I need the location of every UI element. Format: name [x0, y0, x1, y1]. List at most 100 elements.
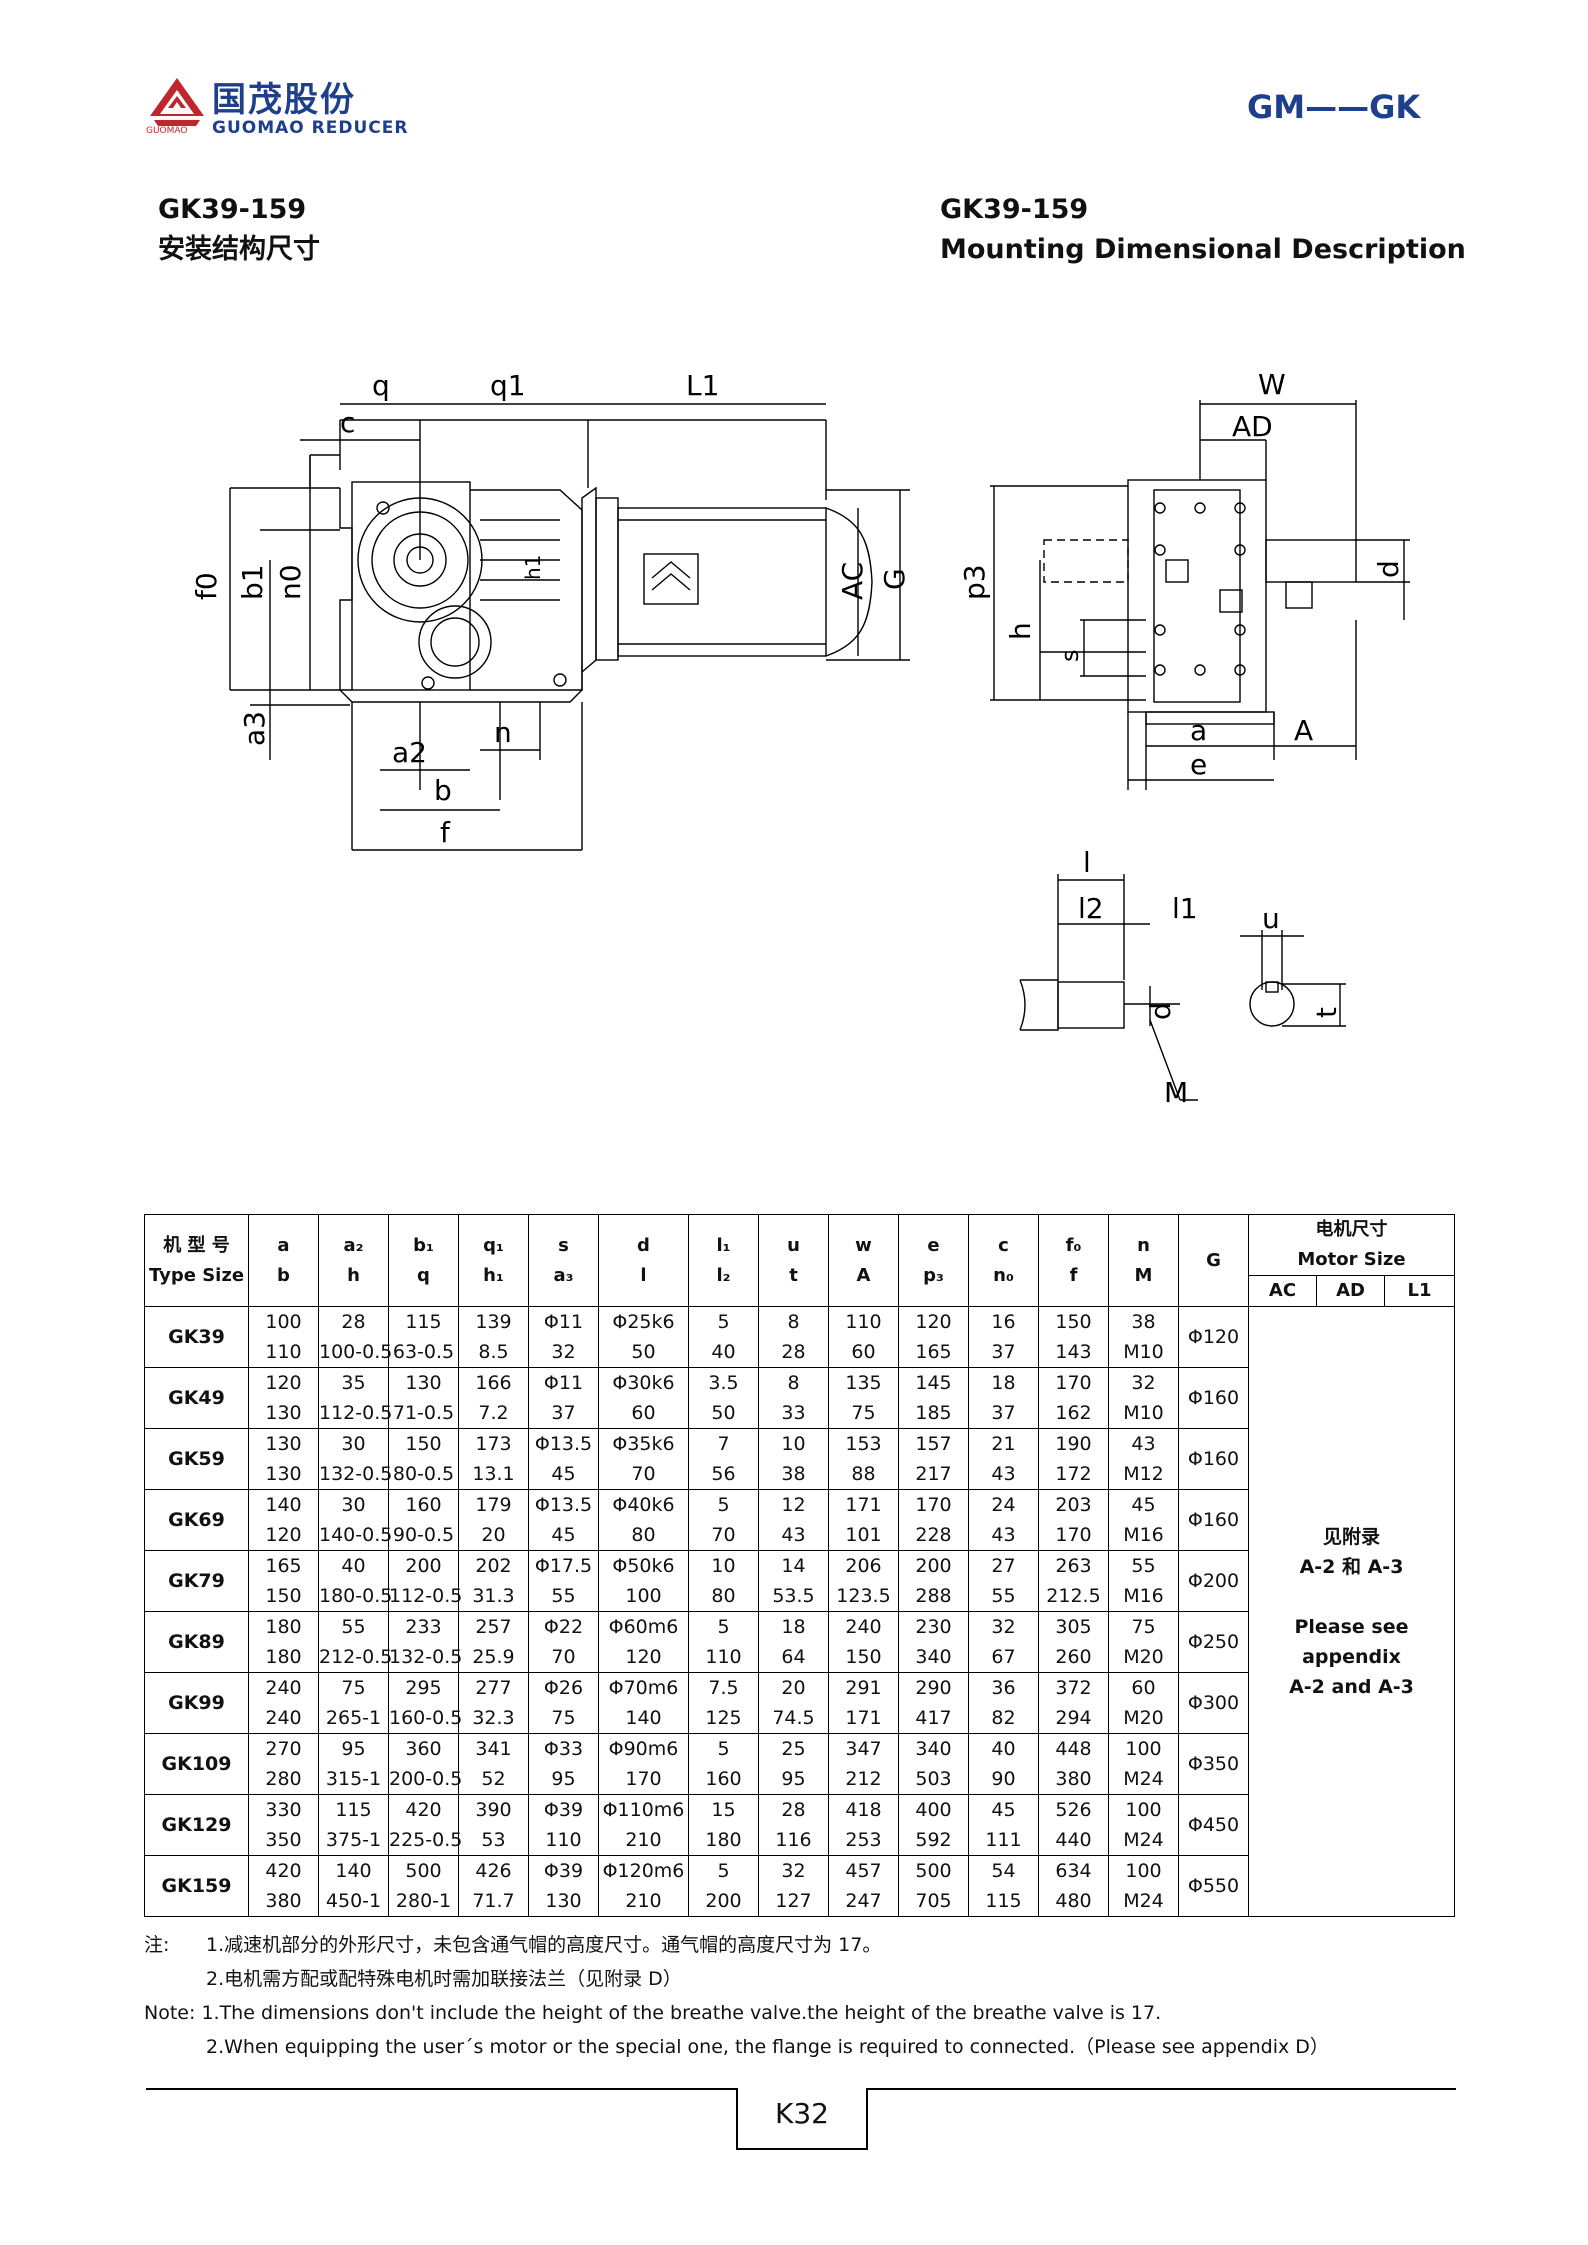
value-top: Φ13.5	[534, 1494, 593, 1516]
value-top: 43	[1131, 1433, 1156, 1455]
value-bottom: 171	[845, 1707, 882, 1729]
value-top: 240	[845, 1616, 882, 1638]
type-size-cell: GK129	[144, 1794, 249, 1856]
value-bottom: 60	[631, 1402, 656, 1424]
value-bottom: 132-0.5	[389, 1646, 463, 1668]
note-en-1: Note: 1.The dimensions don't include the…	[144, 1996, 1464, 2030]
value-bottom: 110	[545, 1829, 582, 1851]
value-bottom: 315-1	[325, 1768, 382, 1790]
value-top: Φ120m6	[602, 1860, 685, 1882]
value-top: Φ90m6	[608, 1738, 679, 1760]
shaft-detail-labels: l l2 l1 u d t M	[1078, 846, 1343, 1109]
value-top: 150	[405, 1433, 442, 1455]
value-bottom: 20	[481, 1524, 506, 1546]
value-top: 25	[781, 1738, 806, 1760]
value-top: 115	[405, 1311, 442, 1333]
value-bottom: 705	[915, 1890, 952, 1912]
value-bottom: 480	[1055, 1890, 1092, 1912]
value-top: Φ50k6	[612, 1555, 675, 1577]
value-bottom: 294	[1055, 1707, 1092, 1729]
label-a: a	[1190, 714, 1207, 747]
value-top: 27	[991, 1555, 1016, 1577]
value-bottom: M20	[1123, 1707, 1164, 1729]
value-top: 190	[1055, 1433, 1092, 1455]
value-top: 206	[845, 1555, 882, 1577]
motor-note-spacer	[1249, 1582, 1454, 1612]
value-bottom: 55	[551, 1585, 576, 1607]
note-en2-text: 2.When equipping the user´s motor or the…	[206, 2036, 1329, 2058]
value-bottom: 165	[915, 1341, 952, 1363]
value-top: 257	[475, 1616, 512, 1638]
value-bottom: 110	[265, 1341, 302, 1363]
value-top: 360	[405, 1738, 442, 1760]
label-e: e	[1190, 748, 1207, 781]
value-bottom: 70	[711, 1524, 736, 1546]
note-en-label: Note:	[144, 2002, 196, 2024]
note-cn1-text: 1.减速机部分的外形尺寸，未包含通气帽的高度尺寸。通气帽的高度尺寸为 17。	[206, 1934, 882, 1956]
header-bottom: p₃	[923, 1264, 944, 1286]
label-l: l	[1083, 846, 1091, 879]
value-bottom: 74.5	[772, 1707, 815, 1729]
value-bottom: 111	[985, 1829, 1022, 1851]
value-top: 426	[475, 1860, 512, 1882]
value-bottom: 180	[265, 1646, 302, 1668]
value-top: 30	[341, 1494, 366, 1516]
value-top: 200	[915, 1555, 952, 1577]
value-bottom: 116	[775, 1829, 812, 1851]
type-size-cell: GK79	[144, 1550, 249, 1612]
value-bottom: 45	[551, 1463, 576, 1485]
value-bottom: 592	[915, 1829, 952, 1851]
value-bottom: 380	[265, 1890, 302, 1912]
header-top: u	[787, 1234, 800, 1256]
value-bottom: 53	[481, 1829, 506, 1851]
value-bottom: 80-0.5	[392, 1463, 455, 1485]
logo-small: GUOMAO	[146, 126, 188, 136]
header-bottom: h	[347, 1264, 360, 1286]
value-top: 153	[845, 1433, 882, 1455]
label-q1: q1	[490, 369, 526, 402]
value-bottom: 112-0.5	[319, 1402, 393, 1424]
value-top: 18	[781, 1616, 806, 1638]
value-bottom: 90-0.5	[392, 1524, 455, 1546]
value-top: 54	[991, 1860, 1016, 1882]
value-bottom: 80	[631, 1524, 656, 1546]
value-bottom: 170	[625, 1768, 662, 1790]
value-bottom: M16	[1123, 1585, 1164, 1607]
value-top: 295	[405, 1677, 442, 1699]
value-top: 8	[787, 1372, 800, 1394]
type-size-cell: GK89	[144, 1611, 249, 1673]
value-top: 171	[845, 1494, 882, 1516]
motor-note-line: appendix	[1302, 1645, 1401, 1668]
value-bottom: 130	[265, 1402, 302, 1424]
header-top: c	[998, 1234, 1009, 1256]
